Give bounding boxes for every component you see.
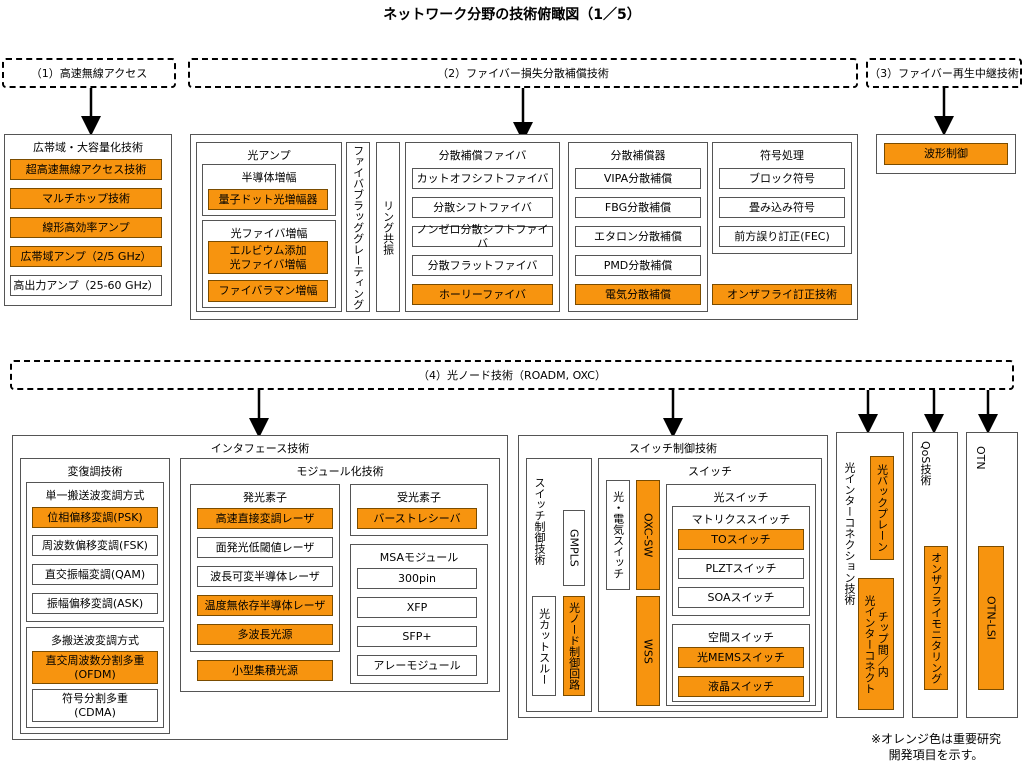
matrix-switch-item: SOAスイッチ — [678, 587, 804, 608]
panel-title: 広帯域・大容量化技術 — [33, 141, 143, 154]
space-switch-item: 液晶スイッチ — [678, 676, 804, 697]
gmpls-box: GMPLS — [563, 510, 585, 586]
oe-switch-box: 光・電気スイッチ — [606, 480, 630, 590]
modulation-item: 直交周波数分割多重 (OFDM) — [32, 651, 158, 684]
dcf-item: カットオフシフトファイバ — [412, 168, 553, 189]
legend-note: ※オレンジ色は重要研究 開発項目を示す。 — [870, 732, 1002, 762]
dcf-item: 分散フラットファイバ — [412, 255, 553, 276]
page-title: ネットワーク分野の技術俯瞰図（1／5） — [383, 7, 641, 23]
wireless-item: 超高速無線アクセス技術 — [10, 159, 162, 180]
otn-item: OTN-LSI — [978, 546, 1004, 690]
panel-title: 単一搬送波変調方式 — [45, 489, 145, 502]
category-label: （4）光ノード技術（ROADM, OXC） — [418, 369, 606, 382]
panel-title: 半導体増幅 — [241, 171, 297, 184]
panel-title: モジュール化技術 — [296, 465, 384, 478]
modulation-item: 周波数偏移変調(FSK) — [32, 535, 158, 556]
dc-item: FBG分散補償 — [575, 197, 701, 218]
ring-resonance-box: リング共振 — [376, 142, 400, 312]
emitter-item: 波長可変半導体レーザ — [197, 566, 333, 587]
node-control-box: 光ノード制御回路 — [563, 596, 585, 696]
oxc-sw-box: OXC-SW — [636, 480, 660, 590]
panel-title: インタフェース技術 — [210, 442, 310, 455]
panel-title: OTN — [974, 446, 987, 470]
wireless-item: 広帯域アンプ（2/5 GHz） — [10, 246, 162, 267]
modulation-item: 符号分割多重 (CDMA) — [32, 689, 158, 722]
wss-box: WSS — [636, 596, 660, 706]
category-label: （2）ファイバー損失分散補償技術 — [437, 67, 609, 80]
dc-item: PMD分散補償 — [575, 255, 701, 276]
modulation-item: 直交振幅変調(QAM) — [32, 564, 158, 585]
coding-item: ブロック符号 — [719, 168, 845, 189]
panel-title: MSAモジュール — [379, 551, 459, 564]
amp-item: ファイバラマン増幅 — [208, 280, 328, 302]
dcf-item: ノンゼロ分散シフトファイバ — [412, 223, 553, 250]
category-wireless: （1）高速無線アクセス — [2, 58, 176, 88]
coding-item: オンザフライ訂正技術 — [712, 284, 852, 305]
dc-item: VIPA分散補償 — [575, 168, 701, 189]
panel-title: スイッチ制御技術 — [629, 442, 717, 455]
category-label: （1）高速無線アクセス — [30, 67, 148, 80]
interconnect-item: チップ間／内 光インターコネクト — [858, 578, 894, 710]
wireless-item: 線形高効率アンプ — [10, 217, 162, 238]
switch-control-label: スイッチ制御技術 — [533, 477, 546, 565]
emitter-item: 面発光低閾値レーザ — [197, 537, 333, 558]
panel-title: 光アンプ — [247, 149, 291, 162]
dcf-item: ホーリーファイバ — [412, 284, 553, 305]
msa-item: SFP+ — [357, 626, 477, 647]
matrix-switch-item: TOスイッチ — [678, 529, 804, 550]
panel-title: 光スイッチ — [713, 491, 769, 504]
panel-title: 光インターコネクション技術 — [843, 461, 856, 605]
panel-title: マトリクススイッチ — [691, 513, 791, 526]
dcf-item: 分散シフトファイバ — [412, 197, 553, 218]
amp-item: エルビウム添加 光ファイバ増幅 — [208, 241, 328, 274]
category-label: （3）ファイバー再生中継技術 — [869, 67, 1019, 80]
category-optical-node: （4）光ノード技術（ROADM, OXC） — [10, 360, 1014, 390]
amp-item: 量子ドット光増幅器 — [208, 189, 328, 210]
emitter-item: 高速直接変調レーザ — [197, 508, 333, 529]
modulation-item: 振幅偏移変調(ASK) — [32, 593, 158, 614]
wireless-item: 高出力アンプ（25-60 GHz） — [10, 275, 162, 296]
panel-title: 変復調技術 — [67, 465, 123, 478]
emitter-item: 多波長光源 — [197, 624, 333, 645]
category-regeneration: （3）ファイバー再生中継技術 — [866, 58, 1022, 88]
panel-title: 空間スイッチ — [708, 631, 774, 644]
regeneration-item: 波形制御 — [884, 143, 1008, 165]
coding-item: 前方誤り訂正(FEC) — [719, 226, 845, 247]
panel-title: 発光素子 — [243, 491, 287, 504]
qos-item: オンザフライモニタリング — [924, 546, 948, 690]
panel-title: 受光素子 — [397, 491, 441, 504]
msa-item: アレーモジュール — [357, 655, 477, 676]
msa-item: XFP — [357, 597, 477, 618]
panel-title: 分散補償器 — [610, 149, 666, 162]
space-switch-item: 光MEMSスイッチ — [678, 647, 804, 668]
small-light-source: 小型集積光源 — [197, 660, 333, 681]
emitter-item: 温度無依存半導体レーザ — [197, 595, 333, 616]
panel-title: QoS技術 — [919, 440, 932, 486]
coding-item: 畳み込み符号 — [719, 197, 845, 218]
fbg-box: ファイバブラッググレーティング — [346, 142, 370, 312]
category-compensation: （2）ファイバー損失分散補償技術 — [188, 58, 858, 88]
panel-title: 符号処理 — [760, 149, 804, 162]
panel-title: 光ファイバ増幅 — [230, 227, 308, 240]
dc-item: 電気分散補償 — [575, 284, 701, 305]
matrix-switch-item: PLZTスイッチ — [678, 558, 804, 579]
interconnect-item: 光バックプレーン — [870, 456, 894, 560]
dc-item: エタロン分散補償 — [575, 226, 701, 247]
panel-title: 分散補償ファイバ — [438, 149, 527, 162]
panel-title: 多搬送波変調方式 — [51, 634, 139, 647]
cut-through-box: 光カットスルー — [532, 596, 556, 696]
wireless-item: マルチホップ技術 — [10, 188, 162, 209]
msa-item: 300pin — [357, 568, 477, 589]
panel-title: スイッチ — [688, 465, 732, 478]
receiver-item: バーストレシーバ — [357, 508, 477, 529]
modulation-item: 位相偏移変調(PSK) — [32, 507, 158, 528]
